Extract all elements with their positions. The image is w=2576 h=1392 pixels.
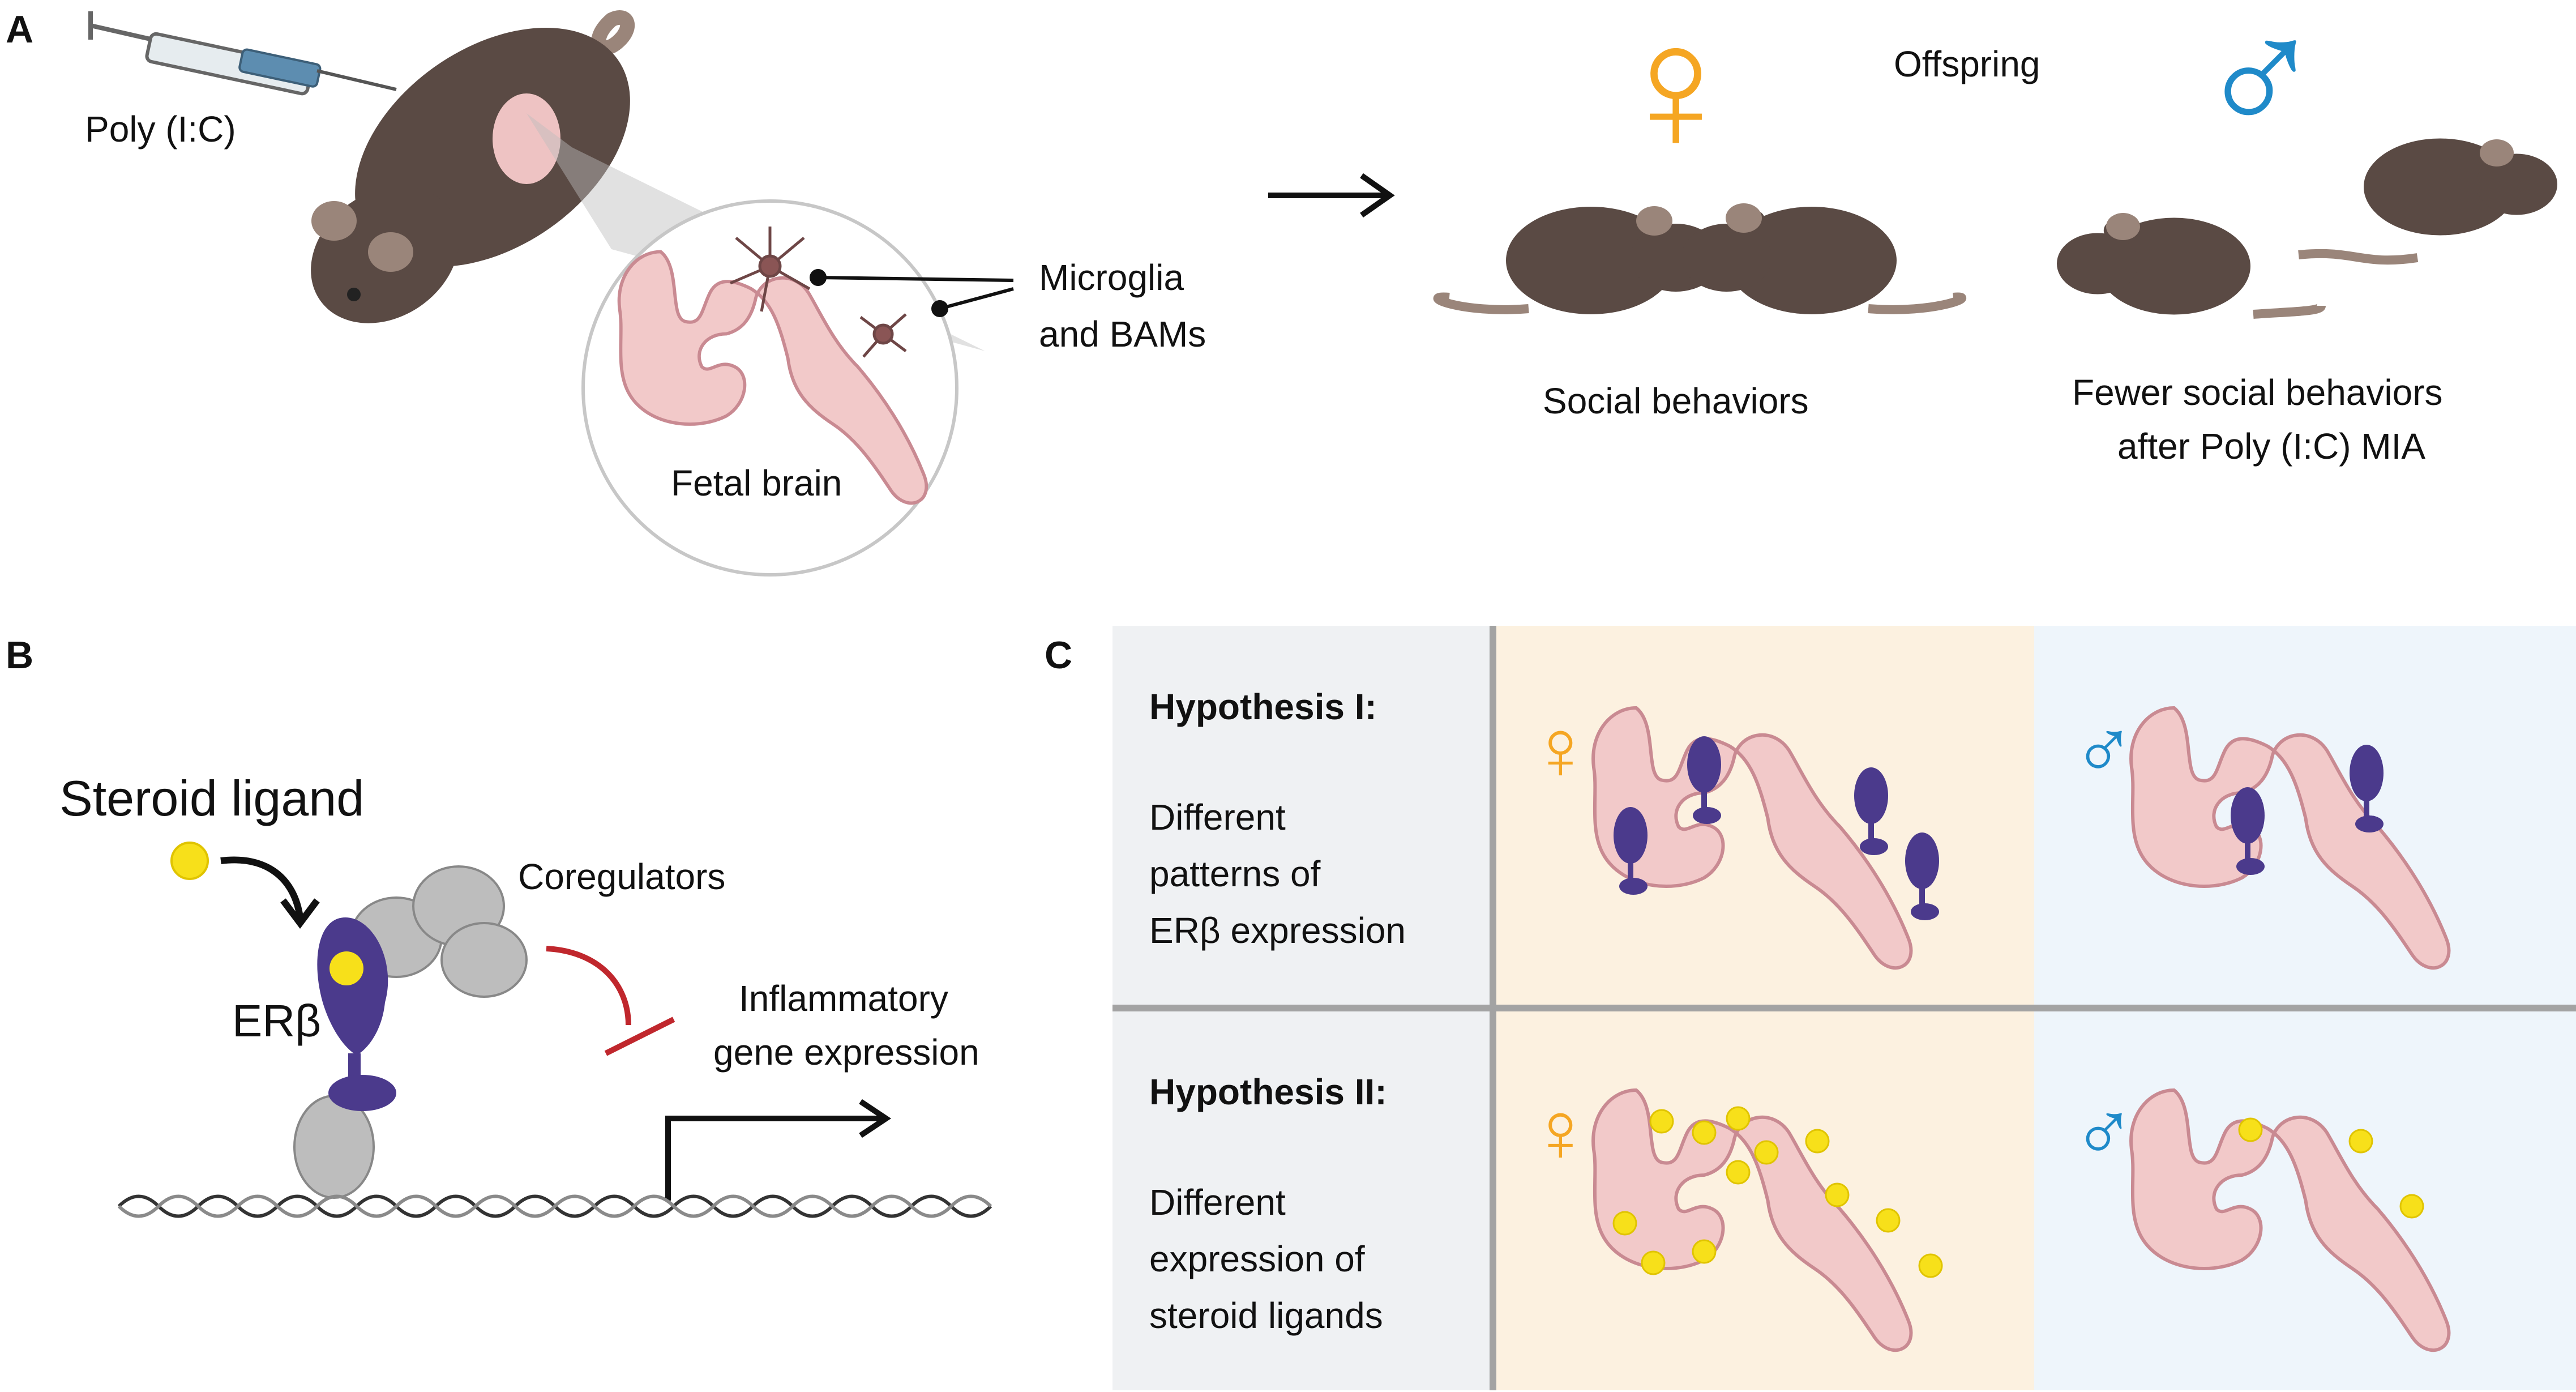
male-brain-ligands: [2131, 1090, 2449, 1350]
hypothesis-2-line1: Different: [1149, 1182, 1286, 1223]
female-symbol-row1: ♀: [1529, 702, 1593, 797]
ligand-arrowhead: [280, 898, 320, 929]
hypothesis-1-title: Hypothesis I:: [1149, 686, 1377, 727]
hypothesis-2-line2: expression of: [1149, 1239, 1365, 1279]
female-brain-receptors: [1593, 708, 1939, 968]
dna-icon: [117, 1194, 992, 1218]
hypothesis-2-title: Hypothesis II:: [1149, 1071, 1387, 1112]
panel-b: B Steroid ligand Coregulators ERβ Inflam…: [6, 634, 992, 1218]
zoom-cone: [527, 113, 985, 351]
receptor-label: ERβ: [232, 996, 321, 1046]
injection-label: Poly (I:C): [85, 109, 236, 150]
panel-a-letter: A: [6, 8, 33, 51]
hypothesis-1-line1: Different: [1149, 797, 1286, 838]
female-brain-ligands: [1593, 1090, 1943, 1350]
offspring-label: Offspring: [1894, 44, 2040, 84]
coregulators-label: Coregulators: [518, 856, 725, 897]
panel-c: C Hypothesis I: Different patterns of ER…: [1045, 626, 2576, 1390]
ligand-icon: [170, 842, 209, 880]
microglia-cell-icon: [730, 227, 907, 358]
female-caption: Social behaviors: [1543, 381, 1809, 421]
male-caption-line2: after Poly (I:C) MIA: [2117, 426, 2425, 467]
hypothesis-1-line3: ERβ expression: [1149, 910, 1406, 951]
panel-a: A Poly (I:C): [6, 0, 2557, 577]
male-symbol-row2: ♂: [2072, 1084, 2136, 1179]
panel-c-letter: C: [1045, 634, 1072, 677]
arrow-icon: [1268, 173, 1395, 218]
ligand-label: Steroid ligand: [59, 770, 364, 826]
inhibition-icon: [546, 946, 675, 1056]
hypothesis-2-line3: steroid ligands: [1149, 1295, 1383, 1336]
social-mice: [1433, 203, 1966, 314]
hypothesis-1-line2: patterns of: [1149, 853, 1321, 894]
female-symbol: ♀: [1608, 0, 1744, 189]
ligand-arrow: [220, 856, 303, 918]
male-caption-line1: Fewer social behaviors: [2072, 372, 2443, 413]
isolated-mice: [2057, 138, 2557, 319]
callout-lines: [810, 269, 1014, 317]
syringe-icon: [88, 11, 397, 96]
zoom-circle: [581, 199, 958, 577]
er-beta-receptor: [317, 917, 396, 1111]
cells-label-line1: Microglia: [1039, 257, 1184, 298]
gene-label-line1: Inflammatory: [739, 978, 948, 1019]
brain-label: Fetal brain: [671, 463, 842, 503]
male-brain-receptors: [2131, 708, 2449, 968]
cells-label-line2: and BAMs: [1039, 314, 1206, 355]
pregnant-mouse: [311, 10, 635, 323]
female-symbol-row2: ♀: [1529, 1084, 1593, 1179]
transcription-arrow: [665, 1099, 892, 1201]
gene-label-line2: gene expression: [713, 1032, 979, 1073]
male-symbol-row1: ♂: [2072, 702, 2136, 797]
coregulators-icon: [293, 865, 528, 1199]
panel-b-letter: B: [6, 634, 33, 677]
male-symbol: ♂: [2197, 0, 2324, 172]
